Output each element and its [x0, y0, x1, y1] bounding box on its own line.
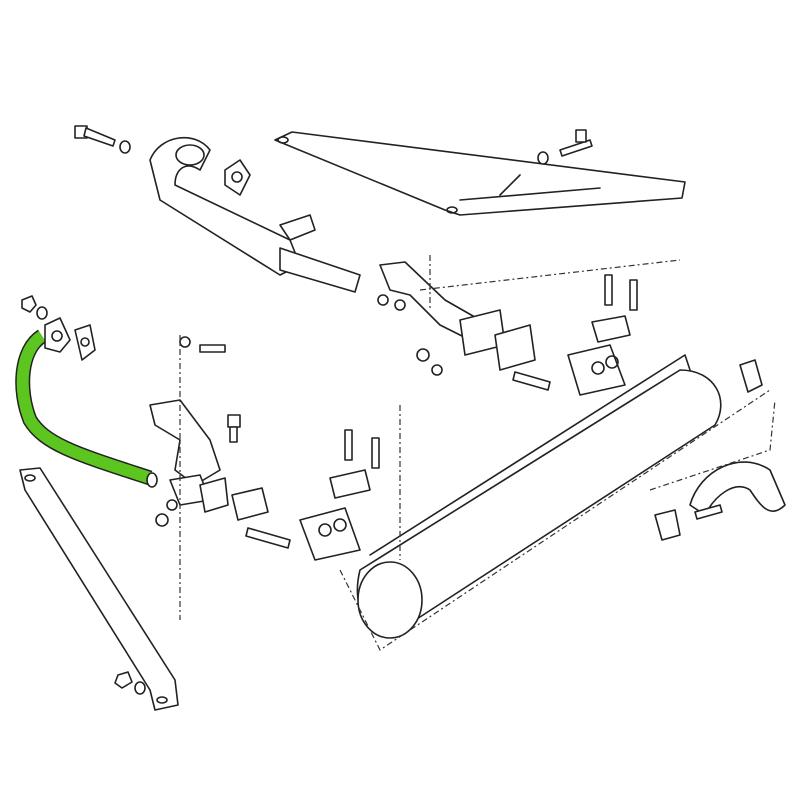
top-left-bolt — [74, 125, 131, 154]
upper-front-pipe — [149, 136, 361, 293]
highlighted-front-pipe[interactable] — [15, 329, 158, 488]
tail-pipe — [649, 359, 786, 541]
muffler — [339, 354, 771, 651]
upper-bolt — [537, 129, 593, 165]
lower-flange-assembly — [149, 335, 269, 620]
front-pipe-flange — [21, 295, 96, 361]
upper-flange-assembly — [377, 255, 681, 376]
upper-support-bar — [274, 131, 686, 216]
upper-studs — [512, 274, 638, 396]
upper-gasket — [224, 159, 251, 196]
lower-studs — [245, 429, 380, 561]
lower-support-bar — [19, 467, 179, 711]
